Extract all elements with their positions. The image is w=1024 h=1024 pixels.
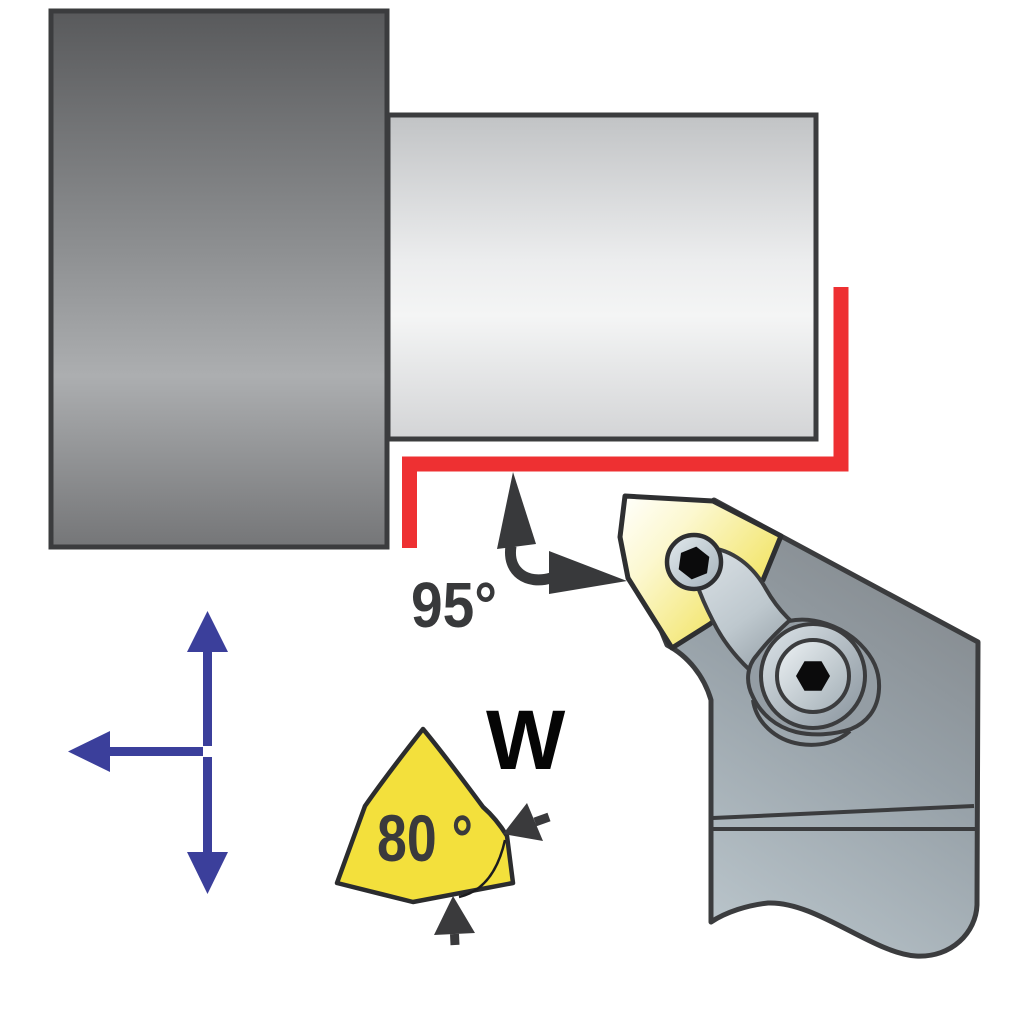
cutting-path-line: [402, 287, 849, 548]
approach-angle-annotation: 95°: [411, 472, 627, 641]
insert-trigon-shape: [334, 726, 516, 905]
angle-arrowhead-up-icon: [497, 472, 536, 549]
lock-screw-hex-socket-icon: [796, 661, 830, 691]
feed-arrow-horizontal-line: [110, 747, 203, 756]
holder-groove-line-upper: [712, 804, 975, 820]
clamp-screw-hex-socket-icon: [678, 546, 710, 580]
curved-arrow-icon: [505, 545, 553, 586]
feed-arrow-vertical-line: [203, 650, 212, 746]
insert-schematic: 80 ° W: [334, 693, 566, 946]
feed-direction-arrows: [68, 611, 228, 894]
angle-arrowhead-right-icon: [549, 551, 627, 594]
workpiece-cylinder: [385, 112, 819, 442]
point-angle-arc: [458, 839, 507, 899]
cam-housing-contour: [751, 699, 852, 747]
angle-arrowhead-icon: [434, 896, 475, 935]
chuck-cylinder: [48, 8, 390, 550]
insert-shape-letter: W: [486, 693, 566, 787]
feed-arrow-vertical-line: [203, 757, 212, 853]
arrow-tail: [533, 812, 551, 827]
point-angle-arrows: [434, 803, 551, 946]
feed-arrowhead-up-icon: [187, 611, 228, 652]
tool-holder: [617, 493, 981, 959]
insert-point-angle-label: 80 °: [377, 801, 473, 875]
arrow-tail: [450, 933, 460, 946]
angle-arrowhead-icon: [503, 803, 543, 841]
approach-angle-label: 95°: [411, 569, 497, 641]
feed-arrowhead-down-icon: [187, 852, 228, 894]
feed-arrowhead-left-icon: [68, 731, 110, 772]
